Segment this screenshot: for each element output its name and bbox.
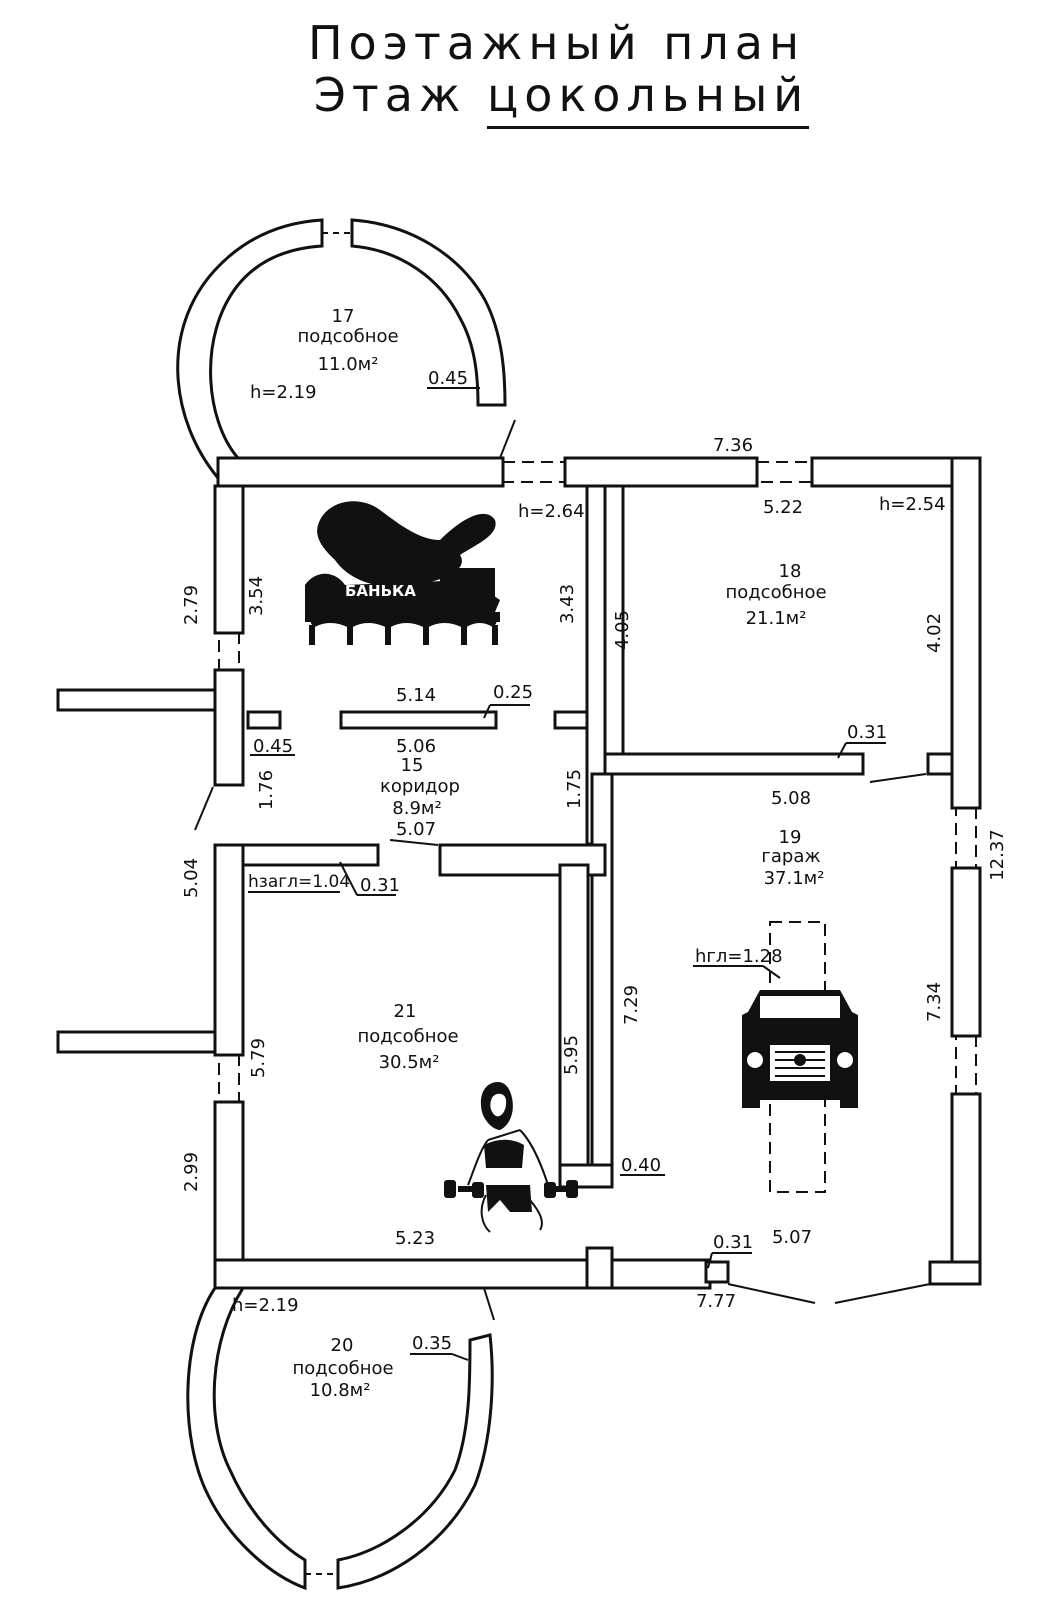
fitness-woman-image <box>444 1082 578 1233</box>
room-21-height: hзагл=1.04 <box>248 872 350 892</box>
room-20-area: 10.8м² <box>310 1380 371 1401</box>
room-18-area: 21.1м² <box>746 608 807 629</box>
room-19-pit-height: hгл=1.28 <box>695 946 783 967</box>
room-18-door-swing <box>869 773 927 783</box>
room-21-wall: 0.31 <box>360 875 400 896</box>
garage-gate <box>727 1283 931 1304</box>
dim-r19-bottom: 5.07 <box>772 1227 812 1248</box>
dim-bottom-wall: 0.31 <box>713 1232 753 1253</box>
room-17-number: 17 <box>332 306 355 327</box>
room-18-height: h=2.54 <box>879 494 946 515</box>
dim-top-total: 7.36 <box>713 435 753 456</box>
dim-r19-right: 7.34 <box>924 982 945 1022</box>
room-18-wall: 0.31 <box>847 722 887 743</box>
corridor-door-swing <box>389 839 439 846</box>
room-21-area: 30.5м² <box>379 1052 440 1073</box>
dim-r15-right-upper: 3.43 <box>557 584 578 624</box>
dim-r18-top: 5.22 <box>763 497 803 518</box>
room-15-area: 8.9м² <box>392 798 441 819</box>
dim-r21-wall: 0.40 <box>621 1155 661 1176</box>
room-18-number: 18 <box>779 561 802 582</box>
room-20-walls <box>186 1286 495 1591</box>
left-door-swing <box>194 786 214 831</box>
room-20-name: подсобное <box>292 1358 393 1379</box>
room-18-name: подсобное <box>725 582 826 603</box>
dim-left-upper-outer: 2.79 <box>181 585 202 625</box>
room-17-wall: 0.45 <box>428 368 468 389</box>
room-21-number: 21 <box>394 1001 417 1022</box>
dim-r18-right: 4.02 <box>924 613 945 653</box>
room-21-name: подсобное <box>357 1026 458 1047</box>
dim-r18-left: 4.05 <box>612 610 633 650</box>
room-19-name: гараж <box>761 846 820 867</box>
car-image <box>742 921 858 1193</box>
dim-r15-top: 5.14 <box>396 685 436 706</box>
room-17-height: h=2.19 <box>250 382 317 403</box>
dim-left-lower-outer: 2.99 <box>181 1152 202 1192</box>
leader-lines <box>248 387 886 1361</box>
room-17-walls <box>176 218 507 481</box>
sauna-sign-image: БАНЬКА <box>305 501 500 645</box>
dim-r19-top: 5.08 <box>771 788 811 809</box>
outer-walls <box>56 456 982 1290</box>
room-17-name: подсобное <box>297 326 398 347</box>
dim-r15-wall: 0.45 <box>253 736 293 757</box>
dim-r15-right-lower: 1.75 <box>564 769 585 809</box>
dim-r15-bottom: 5.06 <box>396 736 436 757</box>
dim-r15-left-lower: 1.76 <box>256 770 277 810</box>
dim-r15-left-upper: 3.54 <box>246 576 267 616</box>
dim-left-mid-outer: 5.04 <box>181 858 202 898</box>
floor-title: Этаж цокольный <box>0 68 1053 129</box>
room-19-number: 19 <box>779 827 802 848</box>
room-20-door-swing <box>483 1287 495 1321</box>
dim-r15-partition: 0.25 <box>493 682 533 703</box>
plan-title: Поэтажный план <box>307 16 806 70</box>
room-15-number: 15 <box>401 755 424 776</box>
room-17-area: 11.0м² <box>318 354 379 375</box>
dim-bottom-total: 7.77 <box>696 1291 736 1312</box>
floor-title-prefix: Этаж <box>313 68 487 122</box>
floor-name: цокольный <box>486 68 810 129</box>
room-15-height: h=2.64 <box>518 501 585 522</box>
dim-r21-right: 5.95 <box>561 1035 582 1075</box>
room-15-name: коридор <box>380 776 460 797</box>
dim-right-total: 12.37 <box>987 829 1008 881</box>
room-20-wall: 0.35 <box>412 1333 452 1354</box>
dim-r19-left: 7.29 <box>621 985 642 1025</box>
room-20-number: 20 <box>331 1335 354 1356</box>
room-17-door-swing <box>499 419 516 459</box>
room-19-area: 37.1м² <box>764 868 825 889</box>
dim-r21-left: 5.79 <box>248 1038 269 1078</box>
sauna-sign-text: БАНЬКА <box>345 582 416 600</box>
dim-r21-bottom: 5.23 <box>395 1228 435 1249</box>
dim-r15-door: 5.07 <box>396 819 436 840</box>
room-20-height: h=2.19 <box>232 1295 299 1316</box>
